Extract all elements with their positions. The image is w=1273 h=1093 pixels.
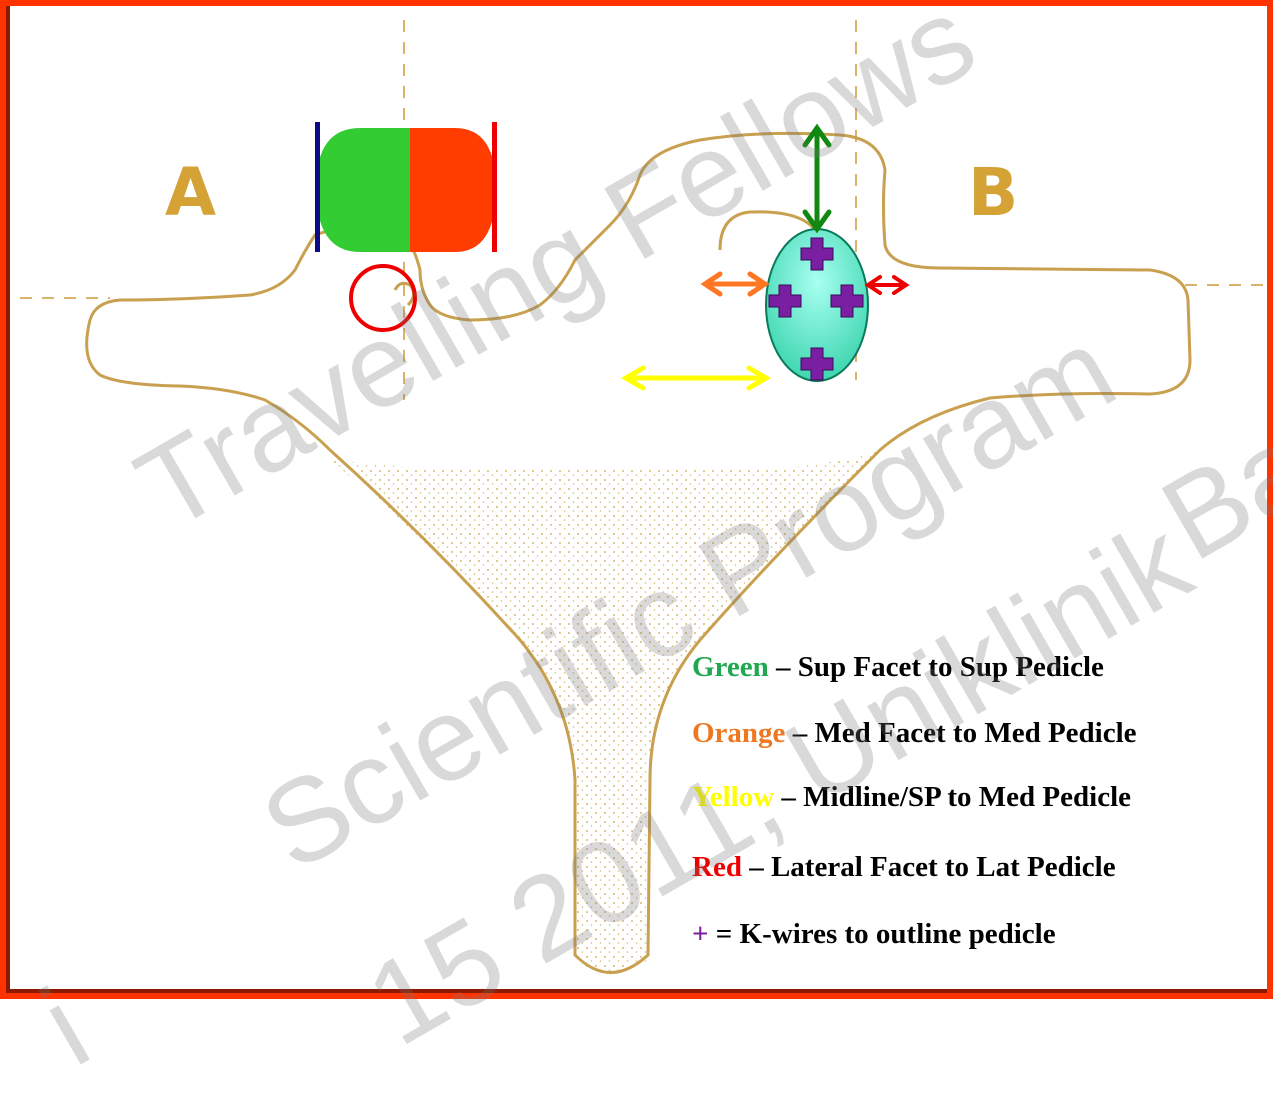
legend-desc: – Lateral Facet to Lat Pedicle [742, 851, 1116, 883]
legend-desc: – Sup Facet to Sup Pedicle [769, 651, 1104, 683]
legend-desc: = K-wires to outline pedicle [709, 918, 1056, 950]
legend-color-word: Green [692, 651, 769, 683]
facet-capsule [315, 122, 497, 252]
label-a: A [165, 160, 216, 226]
orange-arrow [705, 274, 765, 294]
vertebra-diagram [0, 0, 1273, 999]
legend-color-word: Orange [692, 717, 785, 749]
legend-item-red: Red – Lateral Facet to Lat Pedicle [692, 853, 1116, 882]
green-arrow [805, 128, 829, 229]
legend-item-orange: Orange – Med Facet to Med Pedicle [692, 719, 1137, 748]
yellow-arrow [626, 368, 766, 388]
legend-item-kwire: + = K-wires to outline pedicle [692, 920, 1056, 949]
legend-color-word: + [692, 918, 709, 950]
label-b: B [968, 160, 1018, 226]
legend-item-yellow: Yellow – Midline/SP to Med Pedicle [692, 783, 1131, 812]
legend-desc: – Midline/SP to Med Pedicle [774, 781, 1131, 813]
legend-desc: – Med Facet to Med Pedicle [785, 717, 1136, 749]
red-arrow [868, 277, 906, 293]
legend-color-word: Yellow [692, 781, 774, 813]
entry-point-circle [351, 266, 415, 330]
legend-item-green: Green – Sup Facet to Sup Pedicle [692, 653, 1104, 682]
legend-color-word: Red [692, 851, 742, 883]
